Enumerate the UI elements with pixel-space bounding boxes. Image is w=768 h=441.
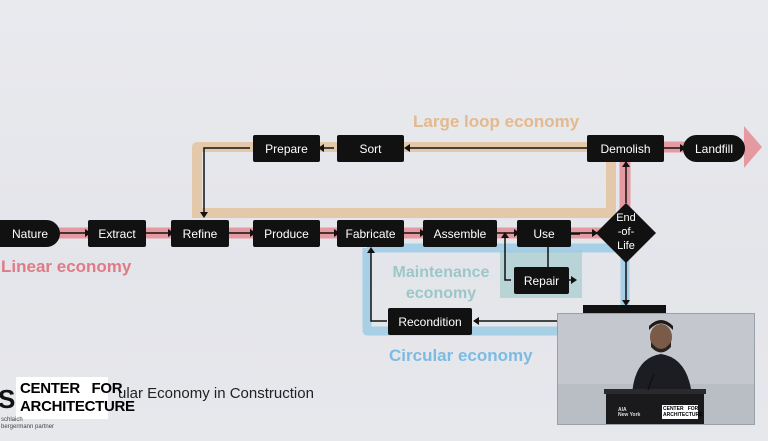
center-for-architecture-logo: CENTER FOR ARCHITECTURE <box>16 377 135 419</box>
node-extract: Extract <box>88 220 146 247</box>
end-of-life-label: End -of- Life <box>616 212 636 252</box>
node-assemble: Assemble <box>423 220 497 247</box>
node-landfill: Landfill <box>683 135 745 162</box>
podium-logo-line-1: CENTER FOR <box>663 406 699 412</box>
podium-logo-line-2: ARCHITECTURE <box>663 412 703 418</box>
podium-logo: CENTER FOR ARCHITECTURE <box>662 405 703 419</box>
logo-line-1: CENTER FOR <box>20 380 123 397</box>
slide-caption: ular Economy in Construction <box>118 385 314 402</box>
aia-podium-text: AIA New York <box>618 407 641 418</box>
node-prepare: Prepare <box>253 135 320 162</box>
node-recondition: Recondition <box>388 308 472 335</box>
node-fabricate: Fabricate <box>337 220 404 247</box>
circular-economy-title: Circular economy <box>389 346 533 365</box>
logo-line-2: ARCHITECTURE <box>20 398 135 415</box>
speaker-scene <box>558 314 754 424</box>
maintenance-title: Maintenance economy <box>392 264 490 302</box>
node-sort: Sort <box>337 135 404 162</box>
node-repair: Repair <box>514 267 569 294</box>
node-use: Use <box>517 220 571 247</box>
node-refine: Refine <box>171 220 229 247</box>
linear-arrowhead <box>744 126 762 168</box>
speaker-video: AIA New York CENTER FOR ARCHITECTURE <box>557 313 755 425</box>
brand-letter: S <box>0 384 16 414</box>
large-loop-title: Large loop economy <box>413 112 580 131</box>
linear-economy-title: Linear economy <box>1 257 132 276</box>
end-of-life-diamond <box>596 203 656 263</box>
node-nature: Nature <box>0 220 60 247</box>
node-produce: Produce <box>253 220 320 247</box>
node-demolish: Demolish <box>587 135 664 162</box>
credit-text: schlaich bergermann partner <box>1 417 55 430</box>
node-end-of-life: End -of- Life <box>596 203 656 263</box>
